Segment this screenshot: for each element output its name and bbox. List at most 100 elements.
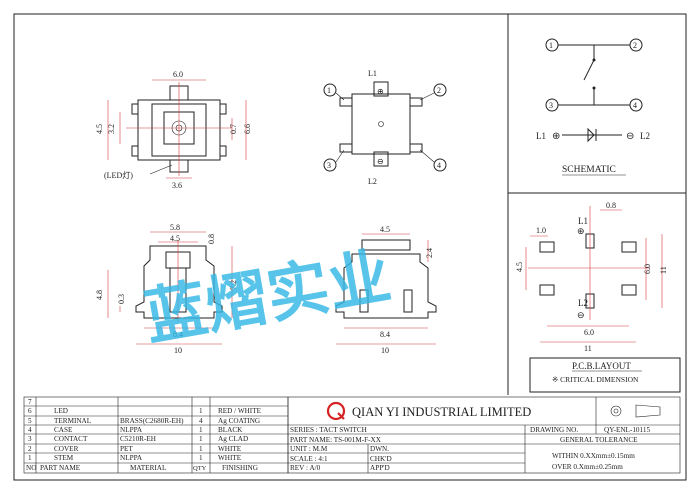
sr-dim-b2: 10 [381, 346, 389, 355]
schematic-title: SCHEMATIC [562, 165, 616, 175]
bom-cell-part: CONTACT [54, 435, 88, 443]
chkd: CHK'D [370, 455, 392, 463]
top-pin-3: 3 [327, 161, 331, 170]
schematic: 1 2 3 4 L1 ⊕ ⊖ L2 SCHEMATIC [536, 38, 650, 176]
bom-cell-finishing: Ag COATING [218, 417, 260, 425]
front-dim-bottom: 3.6 [172, 181, 182, 190]
rev: REV : A/0 [290, 464, 321, 472]
bom-cell-no: 7 [28, 398, 32, 406]
sl-dim-h3: 7.2 [229, 280, 238, 290]
top-pin-2: 2 [437, 86, 441, 95]
bom-cell-material: C5210R-EH [120, 435, 156, 443]
sch-pin-3: 3 [549, 101, 553, 110]
pcb-dim-left-top: 1.0 [536, 226, 546, 235]
bom-cell-qty: 4 [199, 417, 203, 425]
bom-cell-qty: 1 [199, 426, 203, 434]
general-tolerance: GENERAL TOLERANCE [560, 436, 638, 444]
bom-cell-no: 6 [28, 407, 32, 415]
bom-cell-part: STEM [54, 454, 74, 462]
part-name: PART NAME: TS-001M-F-XX [290, 436, 382, 444]
tolerance-over: OVER 0.Xmm±0.25mm [552, 463, 623, 471]
sr-dim-h1: 2.4 [425, 248, 434, 258]
top-l2: L2 [368, 177, 377, 186]
projection-symbol [610, 404, 661, 418]
bom-cell-part: TERMINAL [54, 417, 91, 425]
sl-dim-h1: 4.8 [95, 290, 104, 300]
bom-cell-part: CASE [54, 426, 73, 434]
tolerance-within: WITHIN 0.XXmm±0.15mm [552, 452, 635, 460]
side-view-left: 5.8 4.5 0.8 4.8 0.3 7.2 8.4 10 [95, 223, 238, 355]
drawing-no-label: DRAWING NO. [530, 426, 578, 434]
bom-cell-material: BRASS(C2680R-EH) [120, 417, 184, 425]
svg-text:⊖: ⊖ [377, 157, 384, 166]
dwn: DWN. [370, 445, 389, 453]
bom-cell-no: 2 [28, 445, 32, 453]
pcb-dim-left-h: 4.5 [515, 262, 524, 272]
drawing-no: QY-ENL-10115 [604, 426, 650, 434]
sl-dim-h2: 0.3 [117, 294, 126, 304]
bom-cell-finishing: BLACK [218, 426, 243, 434]
company-name: QIAN YI INDUSTRIAL LIMITED [352, 405, 531, 419]
bom-header-finishing: FINISHING [222, 464, 258, 472]
pcb-dim-top: 0.8 [606, 201, 616, 210]
pcb-dim-right-h1: 6.0 [643, 264, 652, 274]
bom-cell-material: NLPPA [120, 426, 143, 434]
bom-cell-qty: 1 [199, 445, 203, 453]
bom-cell-finishing: WHITE [218, 445, 242, 453]
sch-l2: L2 [640, 131, 650, 141]
front-dim-right-b: 6.6 [243, 124, 252, 134]
led-note: (LED灯) [104, 170, 133, 180]
sch-pin-2: 2 [633, 41, 637, 50]
sl-dim-b1: 8.4 [173, 330, 183, 339]
pcb-dim-bottom2: 11 [584, 344, 592, 353]
bom-header-qty: QTY [193, 465, 207, 472]
svg-text:⊕: ⊕ [577, 226, 585, 236]
pcb-title: P.C.B.LAYOUT [572, 361, 631, 371]
unit: UNIT : M.M [290, 445, 328, 453]
sch-l1: L1 [536, 131, 546, 141]
svg-text:⊖: ⊖ [577, 310, 585, 320]
pcb-note: ※ CRITICAL DIMENSION [552, 375, 639, 384]
front-dim-left: 4.5 [95, 124, 104, 134]
company-logo [326, 401, 346, 421]
series: SERIES : TACT SWITCH [290, 426, 367, 434]
svg-text:⊕: ⊕ [552, 131, 560, 142]
sr-dim-b1: 8.4 [380, 330, 390, 339]
bom-cell-qty: 1 [199, 454, 203, 462]
drawing-border [13, 13, 687, 481]
sch-pin-4: 4 [633, 101, 637, 110]
watermark: 蓝熠实业 [139, 239, 396, 354]
sl-dim-w2: 4.5 [170, 234, 180, 243]
bom-cell-no: 5 [28, 417, 32, 425]
pcb-layout: 0.8 1.0 4.5 6.0 11 L1 ⊕ L2 ⊖ 6.0 11 P.C.… [515, 201, 681, 393]
top-pin-4: 4 [437, 161, 441, 170]
sl-dim-b2: 10 [174, 346, 182, 355]
bom-cell-finishing: Ag CLAD [218, 435, 248, 443]
front-dim-inner: 3.2 [107, 124, 116, 134]
pcb-dim-right-h2: 11 [659, 266, 668, 274]
side-view-right: 4.5 2.4 8.4 10 [335, 225, 437, 355]
bom-header-part: PART NAME [40, 464, 81, 472]
bom-cell-no: 4 [28, 426, 32, 434]
sch-pin-1: 1 [549, 41, 553, 50]
bom-header-material: MATERIAL [130, 464, 166, 472]
bom-cell-part: LED [54, 407, 68, 415]
top-view: ⊕ ⊖ L1 L2 1 2 3 4 [323, 69, 447, 186]
scale: SCALE : 4:1 [290, 455, 328, 463]
pcb-l1: L1 [578, 216, 588, 226]
bom-cell-finishing: WHITE [218, 454, 242, 462]
top-l1: L1 [368, 69, 377, 78]
sl-dim-w1: 5.8 [170, 223, 180, 232]
svg-text:⊕: ⊕ [377, 87, 384, 96]
bom-cell-part: COVER [54, 445, 79, 453]
pcb-dim-bottom1: 6.0 [584, 328, 594, 337]
pcb-l2: L2 [578, 298, 588, 308]
title-block: QIAN YI INDUSTRIAL LIMITED SERIES : TACT… [287, 396, 681, 474]
front-dim-right-a: 0.7 [229, 124, 238, 134]
bom-cell-material: NLPPA [120, 454, 143, 462]
sl-dim-w3: 0.8 [207, 234, 216, 244]
svg-text:⊖: ⊖ [626, 131, 634, 142]
